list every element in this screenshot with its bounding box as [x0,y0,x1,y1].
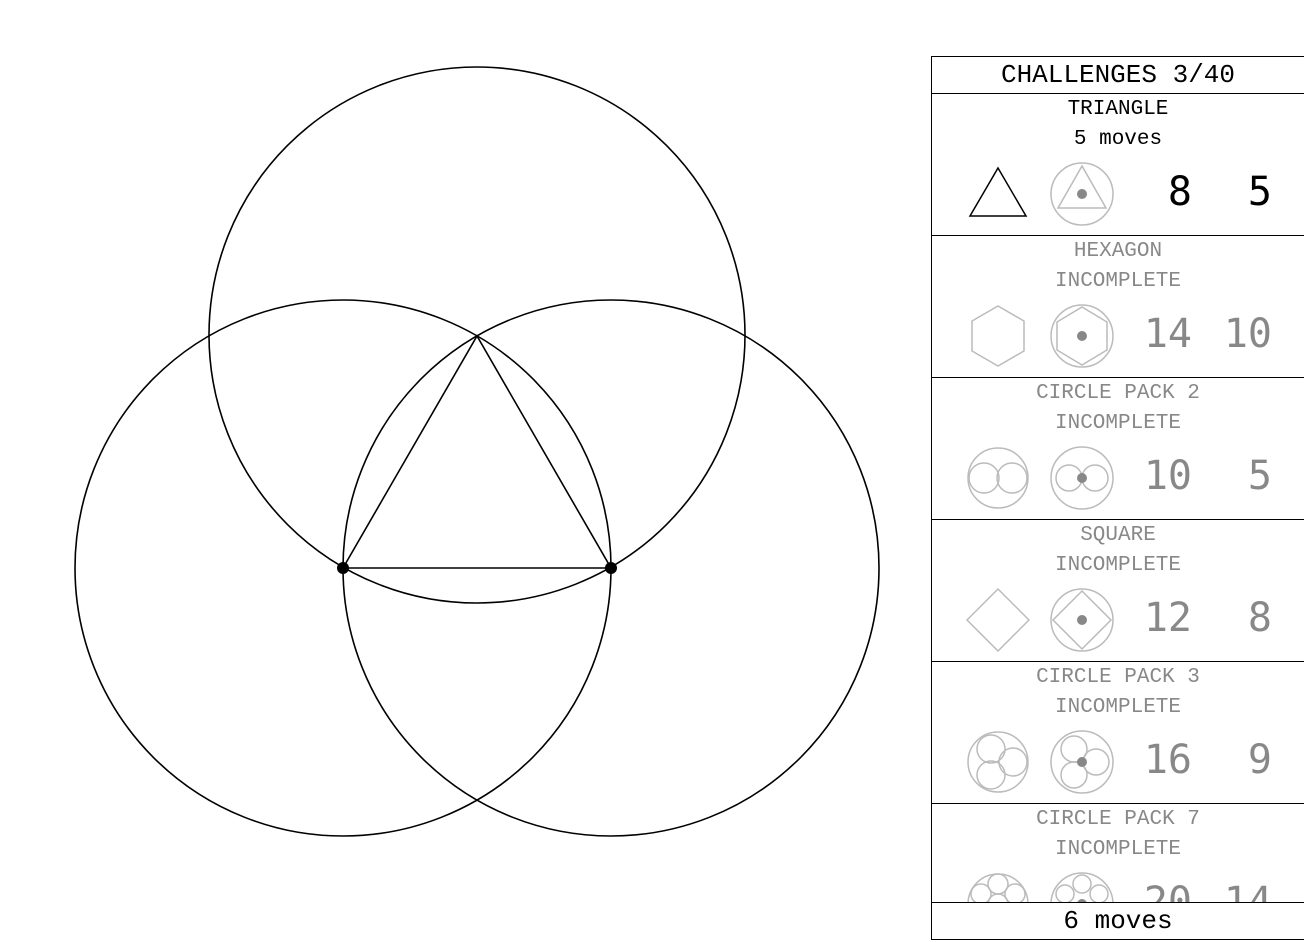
point-left[interactable] [337,562,349,574]
challenge-right-count: 8 [1247,595,1272,641]
square-construction-icon [1050,588,1114,652]
challenge-name: HEXAGON [1073,240,1163,263]
challenge-name: CIRCLE PACK 2 [1036,382,1200,405]
constructed-triangle [341,334,613,569]
hexagon-target-icon [971,305,1025,367]
challenge-right-count: 9 [1247,737,1272,783]
triangle-construction-icon [1050,162,1114,226]
challenge-name: CIRCLE PACK 7 [1036,808,1200,831]
challenge-status: INCOMPLETE [1054,696,1182,719]
challenge-square[interactable]: SQUARE INCOMPLETE 12 8 [932,520,1304,662]
challenge-circle-pack-2[interactable]: CIRCLE PACK 2 INCOMPLETE 10 5 [932,378,1304,520]
circle-pack-7-target-icon [967,873,1029,902]
challenge-right-count: 5 [1247,169,1272,215]
challenge-left-count: 8 [1167,169,1192,215]
challenge-status: INCOMPLETE [1054,270,1182,293]
challenge-name: TRIANGLE [1067,98,1169,121]
challenge-status: INCOMPLETE [1054,554,1182,577]
challenge-right-count: 10 [1223,311,1272,357]
challenge-left-count: 16 [1143,737,1192,783]
challenge-status: 5 moves [1073,128,1163,151]
circle-pack-2-target-icon [967,447,1029,509]
triangle-target-icon [968,166,1028,217]
challenges-header: CHALLENGES 3/40 [932,56,1304,94]
circle-pack-7-construction-icon [1050,872,1114,902]
challenge-left-count: 20 [1143,879,1192,902]
challenge-right-count: 14 [1223,879,1272,902]
square-target-icon [966,588,1030,652]
circle-pack-3-target-icon [967,731,1029,793]
challenge-right-count: 5 [1247,453,1272,499]
challenge-circle-pack-3[interactable]: CIRCLE PACK 3 INCOMPLETE 16 9 [932,662,1304,804]
challenge-name: SQUARE [1080,524,1156,547]
challenge-hexagon[interactable]: HEXAGON INCOMPLETE 14 10 [932,236,1304,378]
challenge-status: INCOMPLETE [1054,412,1182,435]
hexagon-construction-icon [1050,304,1114,368]
circle-pack-2-construction-icon [1050,446,1114,510]
challenge-status: INCOMPLETE [1054,838,1182,861]
challenge-left-count: 14 [1143,311,1192,357]
challenge-circle-pack-7[interactable]: CIRCLE PACK 7 INCOMPLETE 20 14 [932,804,1304,902]
challenge-left-count: 12 [1143,595,1192,641]
challenge-left-count: 10 [1143,453,1192,499]
move-counter: 6 moves [932,902,1304,940]
circle-pack-3-construction-icon [1050,730,1114,794]
point-right[interactable] [605,562,617,574]
construction-canvas[interactable] [0,0,920,942]
challenge-name: CIRCLE PACK 3 [1036,666,1200,689]
